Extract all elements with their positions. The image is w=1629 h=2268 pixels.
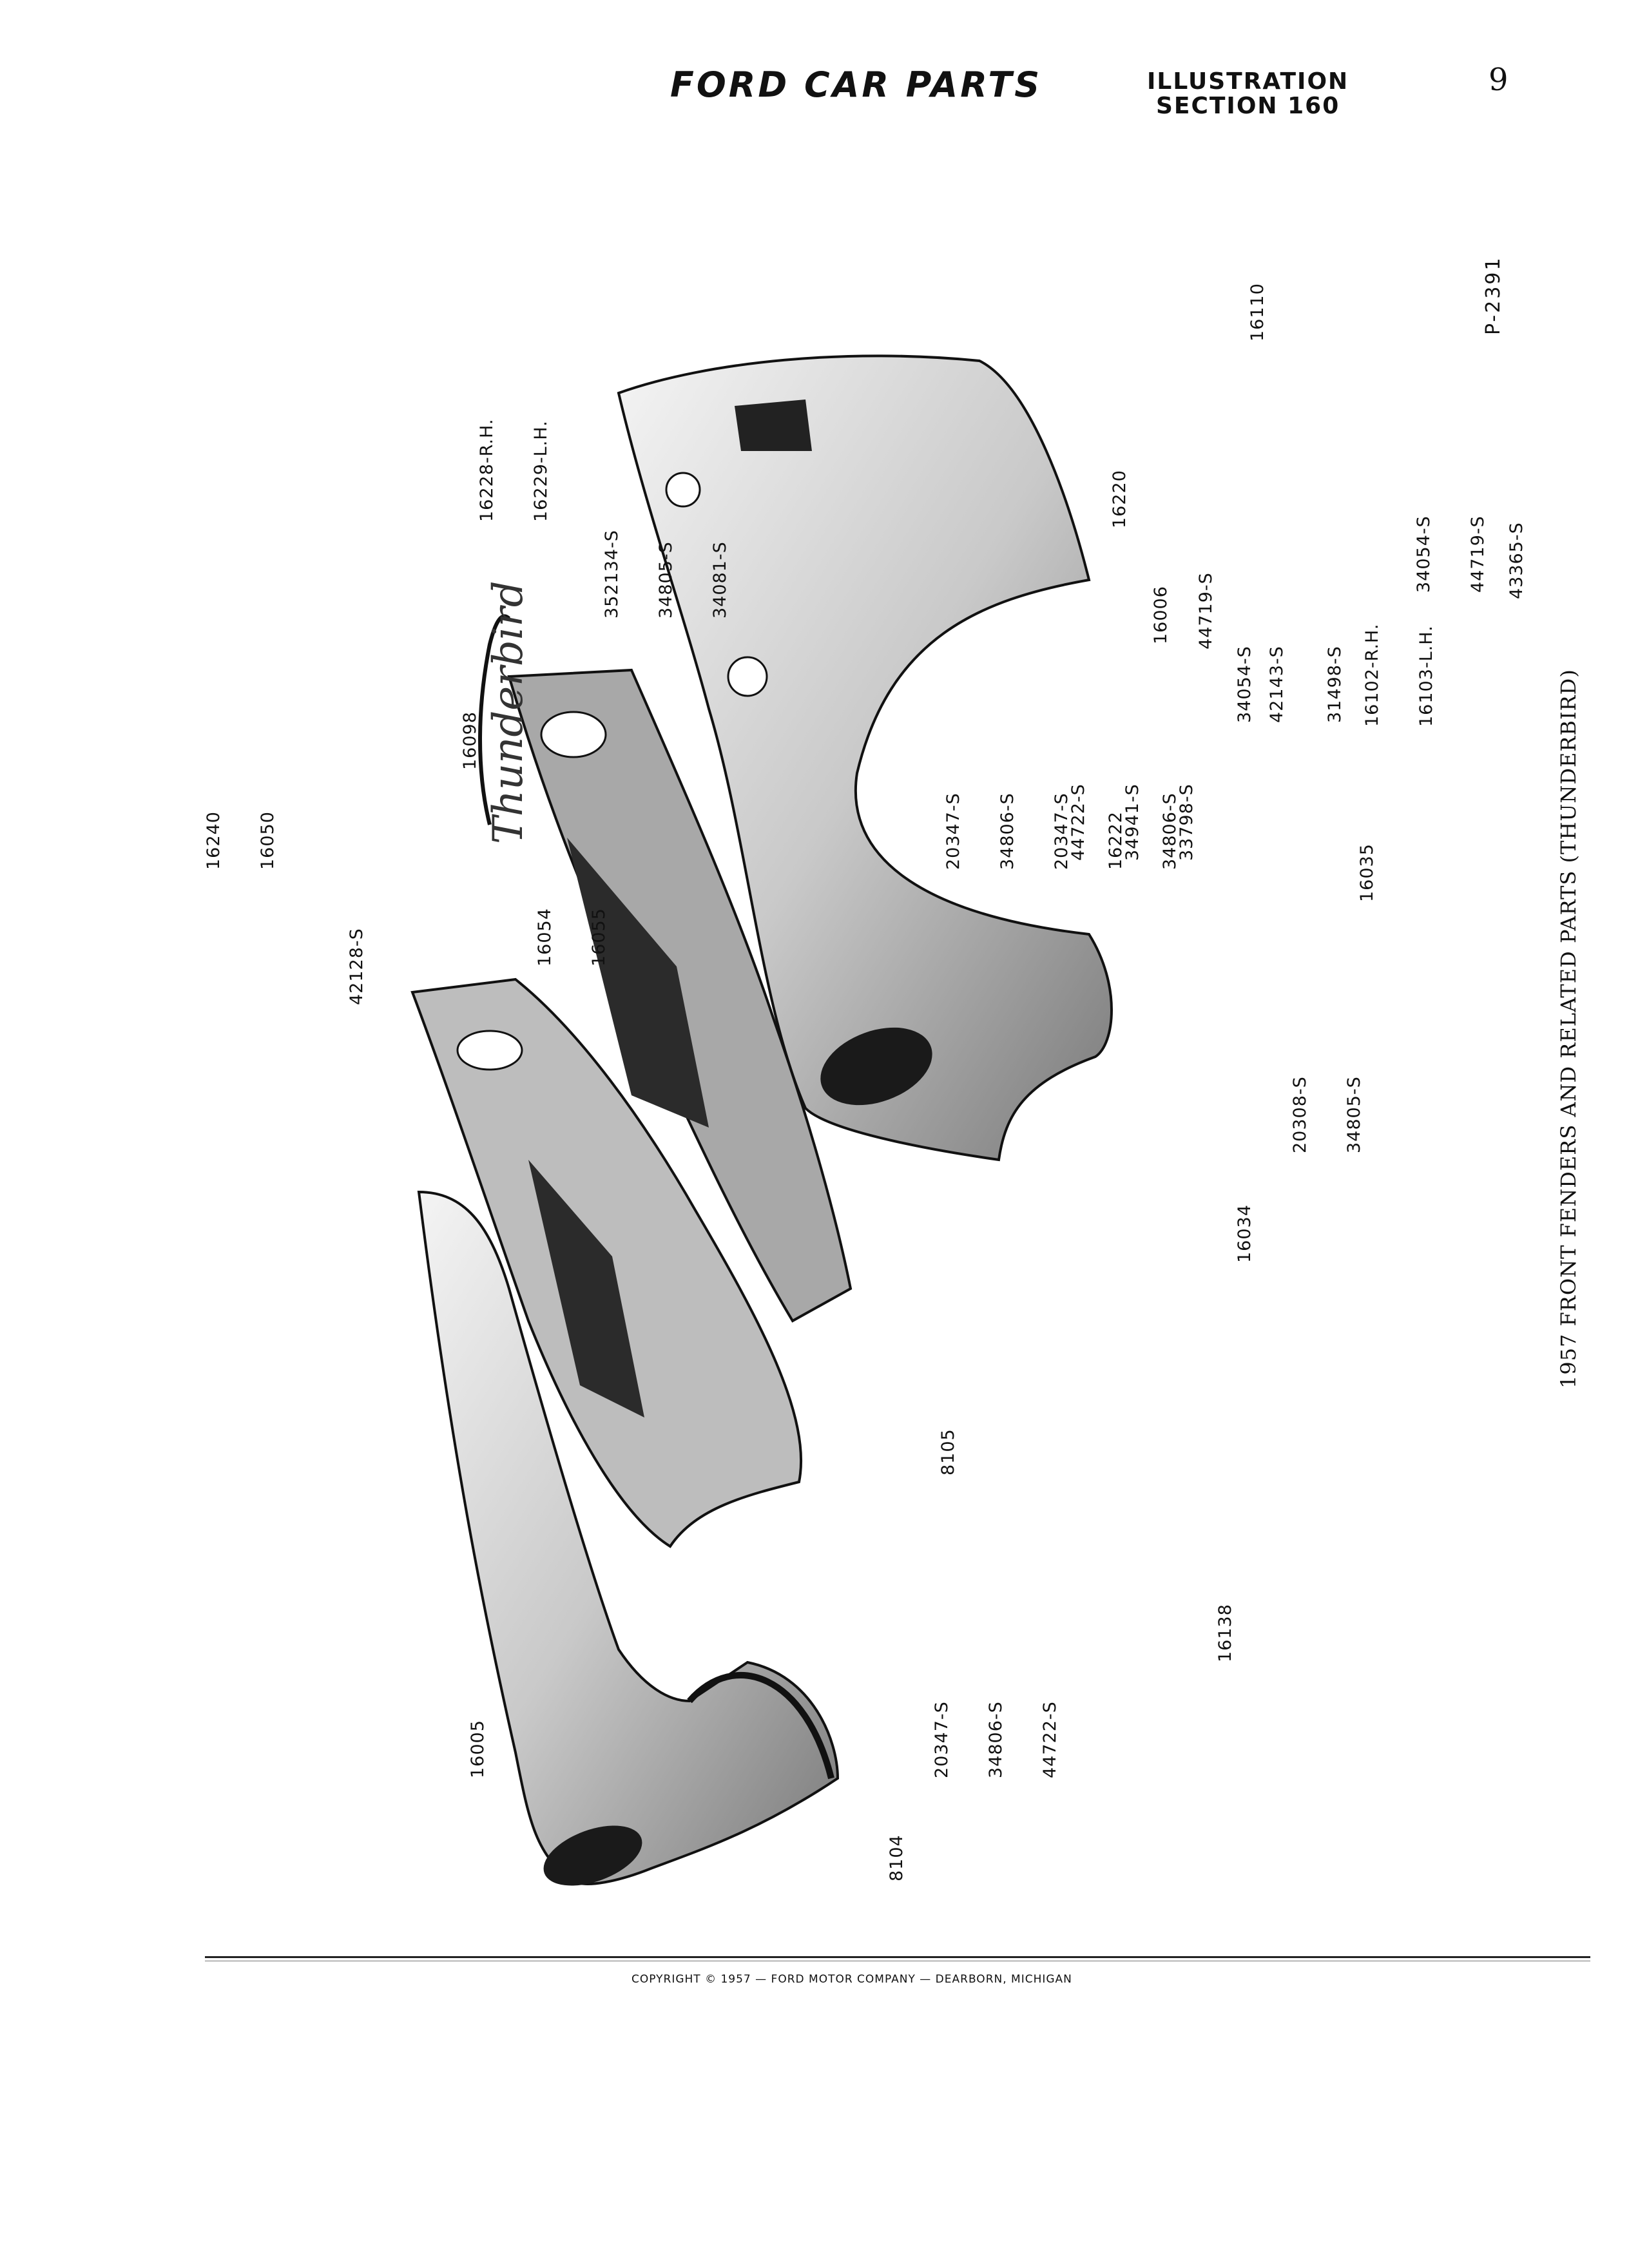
copyright-notice: COPYRIGHT © 1957 — FORD MOTOR COMPANY — … [631,1973,1072,1986]
apron-16054-shape [410,668,853,1548]
callout-42128-s-line: 42128-S [347,928,367,1005]
callout-20347-s-lower-group: 20347-S 34806-S 44722-S [897,1701,1077,1778]
callout-16102: 16102-R.H. 16103-L.H. [1327,624,1454,727]
figure-caption: 1957 FRONT FENDERS AND RELATED PARTS (TH… [1556,669,1581,1389]
callout-352134-s: 352134-S 34805-S 34081-S [567,530,747,619]
callout-16102-line-1: 16102-R.H. [1362,623,1382,727]
callout-20347-s-line-2: 34806-S [998,793,1017,870]
callout-16054: 16054 16055 [500,908,626,966]
plate-number: P-2391 [1482,256,1505,335]
callout-16240-line: 16240 [204,811,224,870]
callout-44722-s-line-3: 33798-S [1177,783,1197,861]
callout-16050-line: 16050 [258,811,278,870]
fender-16006-shape [617,354,1113,1162]
callout-352134-s-line-1: 352134-S [602,530,622,619]
callout-16138: 16138 [1181,1604,1253,1662]
callout-43365-s: 43365-S [1472,522,1544,599]
callout-16220: 16220 [1075,470,1147,528]
thunderbird-script-emblem: Thunderbird [485,581,532,844]
callout-20308-s-line-2: 34805-S [1344,1076,1364,1153]
callout-42128-s: 42128-S [312,928,384,1005]
callout-16102-line-2: 16103-L.H. [1416,625,1436,727]
callout-16005-line: 16005 [468,1720,488,1778]
callout-16240: 16240 16050 [169,811,295,870]
callout-34054-s-lower-line-1: 34054-S [1414,515,1434,593]
callout-20347-s-line-1: 20347-S [943,793,963,870]
callout-352134-s-line-2: 34805-S [656,541,676,619]
callout-20347-s-lower-line-1: 20347-S [932,1701,952,1778]
callout-16138-line: 16138 [1215,1604,1235,1662]
callout-16228: 16228-R.H. 16229-L.H. [442,419,568,522]
emblem-16098-shape [478,614,511,825]
callout-44722-s-group: 44722-S 34941-S 33798-S [1034,783,1214,861]
callout-16034: 16034 [1200,1204,1272,1263]
callout-20347-s-lower-line-2: 34806-S [986,1701,1006,1778]
section-line-2: SECTION 160 [1155,93,1340,119]
callout-16228-line-2: 16229-L.H. [531,420,551,522]
section-line-1: ILLUSTRATION [1147,68,1349,95]
callout-16220-line: 16220 [1110,470,1130,528]
callout-43365-s-line: 43365-S [1507,522,1527,599]
section-heading: ILLUSTRATION SECTION 160 [1147,70,1349,119]
callout-16110-line: 16110 [1248,283,1268,341]
callout-16098-line: 16098 [460,711,480,770]
callout-20308-s-line-1: 20308-S [1290,1076,1310,1153]
callout-16005: 16005 [433,1720,505,1778]
page-number: 9 [1489,62,1509,98]
callout-44719-s-line: 44719-S [1196,572,1216,649]
callout-20347-s-lower-line-3: 44722-S [1040,1701,1060,1778]
callout-16228-line-1: 16228-R.H. [477,418,497,522]
callout-44722-s-line-1: 44722-S [1068,783,1088,861]
callout-352134-s-line-3: 34081-S [710,541,730,619]
callout-44722-s-line-2: 34941-S [1123,783,1142,861]
callout-16054-line-1: 16054 [535,908,555,966]
fender-16005-shape [417,1190,840,1886]
callout-16110: 16110 [1213,283,1285,341]
callout-8105: 8105 [903,1428,976,1475]
callout-42143-s-line: 42143-S [1267,646,1287,723]
brand-title: FORD CAR PARTS [670,64,1043,105]
callout-8104-line: 8104 [887,1834,907,1881]
callout-16035: 16035 [1322,843,1394,902]
callout-20308-s: 20308-S 34805-S [1255,1076,1382,1153]
callout-8104: 8104 [852,1834,924,1881]
callout-16034-line: 16034 [1235,1204,1255,1263]
footer-rule [205,1956,1590,1958]
callout-16035-line: 16035 [1357,843,1377,902]
callout-8105-line: 8105 [938,1428,958,1475]
callout-44719-s: 44719-S [1161,572,1233,649]
callout-16054-line-2: 16055 [589,908,609,966]
